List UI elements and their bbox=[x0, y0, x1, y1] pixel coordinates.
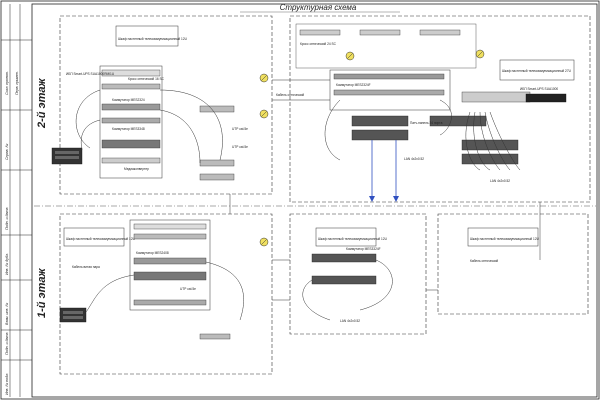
frame-label-5: Инв. № дубл. bbox=[5, 253, 9, 275]
cabinet-right-1st-floor: Шкаф настенный телекоммуникационный 12U … bbox=[437, 213, 589, 315]
floor-label-second: 2-й этаж bbox=[36, 77, 48, 129]
device-label-ups: ИБП Smart-UPS SUA1000RMI1U bbox=[66, 72, 115, 76]
cabinet-mid-1st-floor: Шкаф настенный телекоммуникационный 12U … bbox=[289, 213, 427, 335]
device-label-cross-24: Кросс оптический 24 SC bbox=[300, 42, 337, 46]
switch-2f-right-1 bbox=[333, 73, 445, 80]
frame-labels: Согл. проект. Инв. № подл. Подп. и дата … bbox=[5, 71, 19, 395]
inner-frame bbox=[31, 3, 598, 398]
patch-panel-2f-right-2 bbox=[351, 129, 409, 141]
patch-panel-2f-right-4 bbox=[461, 139, 519, 151]
device-upper-2 bbox=[359, 29, 401, 36]
patch-panel-2f-left bbox=[101, 139, 161, 149]
ground-marker-1 bbox=[259, 73, 269, 83]
patch-panel-1f bbox=[133, 271, 207, 281]
device-label-switch-f: Коммутатор MES2324F bbox=[336, 83, 371, 87]
cabinet-label-c5: Шкаф настенный телекоммуникационный 12U bbox=[470, 237, 540, 241]
fiber-cross-1f bbox=[133, 233, 207, 240]
ups-2f-left bbox=[101, 69, 161, 77]
ground-marker-2 bbox=[259, 109, 269, 119]
device-upper-1 bbox=[299, 29, 341, 36]
switch-1f-2 bbox=[133, 299, 207, 306]
device-label-switch-1f: Коммутатор MES2408 bbox=[136, 251, 169, 255]
device-label-patch: Патч-панель 24 порта bbox=[410, 121, 443, 125]
patch-panel-2f-right-1 bbox=[351, 115, 409, 127]
floor-label-first: 1-й этаж bbox=[36, 267, 48, 318]
link-label-utp-1: UTP cat.5e bbox=[232, 145, 248, 149]
device-label-switch-1: Коммутатор MES2324 bbox=[112, 98, 145, 102]
side-device-1f bbox=[199, 333, 231, 340]
side-device-2f-right bbox=[199, 105, 235, 113]
cabinet-left-2nd-floor: Шкаф настенный телекоммуникационный 12U … bbox=[51, 15, 273, 195]
device-label-switch-2: Коммутатор MES3348 bbox=[112, 127, 145, 131]
ups-1f bbox=[133, 223, 207, 230]
link-label-copper-1f: Кабель витая пара bbox=[72, 265, 100, 269]
switch-2f-right-2 bbox=[333, 89, 445, 96]
cabinet-label-c2: Шкаф настенный телекоммуникационный 27U bbox=[502, 69, 572, 73]
switch-2f-left-1 bbox=[101, 103, 161, 111]
ground-marker-4 bbox=[475, 49, 485, 59]
link-label-utp-2: UTP cat.5e bbox=[232, 127, 248, 131]
media-converter-2f-left bbox=[101, 157, 161, 164]
device-upper-3 bbox=[419, 29, 461, 36]
fiber-cross-2f-left bbox=[101, 83, 161, 90]
cabinet-label-c3: Шкаф настенный телекоммуникационный 12U bbox=[66, 237, 136, 241]
frame-label-8: Перв. примен. bbox=[15, 71, 19, 95]
patch-panel-2f-right-3 bbox=[429, 115, 487, 127]
link-label-lan-2: LAN 4x2x0.52 bbox=[490, 179, 510, 183]
frame-label-1: Согл. проект. bbox=[5, 71, 9, 95]
cabinet-left-1st-floor: Шкаф настенный телекоммуникационный 12U … bbox=[59, 213, 273, 375]
link-label-lan-1: LAN 4x2x0.52 bbox=[404, 157, 424, 161]
cabinet-right-2nd-floor: Кросс оптический 24 SC Шкаф настенный те… bbox=[289, 15, 591, 203]
cabinet-label-c1: Шкаф настенный телекоммуникационный 12U bbox=[118, 37, 188, 41]
cabinet-label-c4: Шкаф настенный телекоммуникационный 12U bbox=[318, 237, 388, 241]
rack-unit-right bbox=[461, 91, 531, 103]
frame-label-7: Справ. № bbox=[5, 144, 9, 160]
ground-marker-3 bbox=[345, 51, 355, 61]
link-label-utp-1f: UTP cat.5e bbox=[180, 287, 196, 291]
ground-marker-5 bbox=[259, 237, 269, 247]
device-label-converter: Медиаконвертер bbox=[124, 167, 149, 171]
device-label-ups-2: ИБП Smart-UPS SUA1000 bbox=[520, 87, 558, 91]
frame-label-6: Подп. и дата bbox=[5, 208, 9, 231]
ups-standalone-1f bbox=[59, 307, 87, 323]
switch-1f-mid-2 bbox=[311, 275, 377, 285]
switch-2f-left-2 bbox=[101, 117, 161, 124]
link-label-lan-1f: LAN 4x2x0.52 bbox=[340, 319, 360, 323]
switch-1f-mid-1 bbox=[311, 253, 377, 263]
device-label-switch-mid: Коммутатор MES3324F bbox=[346, 247, 381, 251]
frame-label-3: Подп. и дата bbox=[5, 333, 9, 356]
ups-2f-right bbox=[525, 93, 567, 103]
frame-label-2: Инв. № подл. bbox=[5, 373, 9, 395]
link-label-fiber-2f: Кабель оптический bbox=[276, 93, 304, 97]
frame-label-4: Взам. инв. № bbox=[5, 303, 9, 325]
switch-1f-1 bbox=[133, 257, 207, 265]
side-device-2f-right-2 bbox=[199, 159, 235, 167]
diagram-title: Структурная схема bbox=[280, 3, 357, 12]
link-label-fiber-1f: Кабель оптический bbox=[470, 259, 498, 263]
device-label-cross: Кросс оптический 16 SC bbox=[128, 77, 165, 81]
